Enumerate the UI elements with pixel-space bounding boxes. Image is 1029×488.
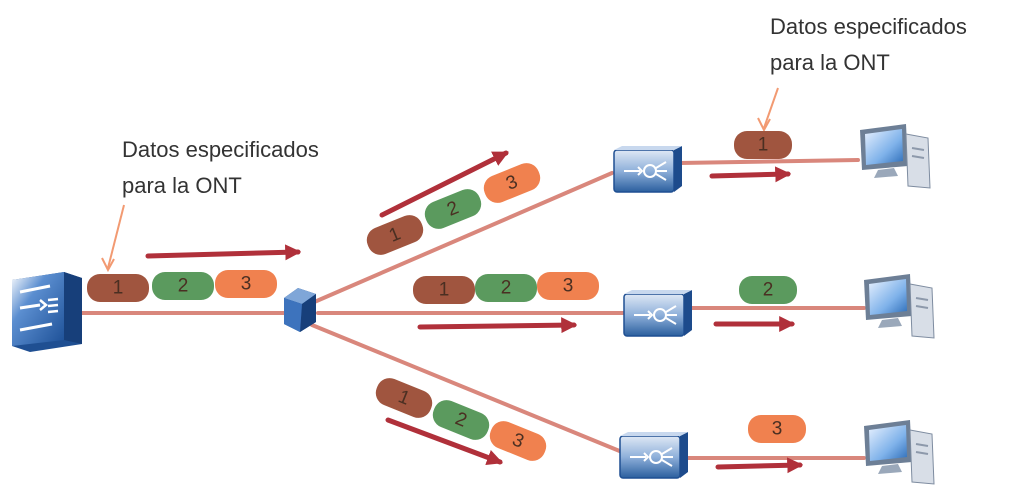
svg-text:3: 3 (563, 276, 574, 297)
svg-text:2: 2 (501, 278, 512, 299)
packet-1: 1 (366, 215, 424, 255)
svg-text:3: 3 (772, 419, 783, 440)
ont-icon (613, 146, 682, 193)
packet-1: 1 (375, 378, 433, 418)
computer-icon (864, 274, 935, 339)
packet-2: 2 (432, 400, 490, 440)
svg-text:1: 1 (758, 135, 769, 156)
packets-upper-branch: 1 2 3 (366, 163, 541, 255)
packet-1: 1 (413, 276, 475, 304)
packet-3: 3 (483, 163, 541, 203)
packet-1: 1 (734, 131, 792, 159)
packet-2: 2 (424, 189, 482, 229)
packet-2: 2 (475, 274, 537, 302)
fiber-ont1-pc1 (678, 158, 860, 165)
packet-3: 3 (215, 270, 277, 298)
arrow-upper-branch (379, 150, 509, 218)
direction-arrows (145, 150, 804, 474)
fiber-splitter-ont1 (310, 171, 614, 305)
arrow-middle-branch (417, 317, 578, 334)
olt-icon (12, 272, 82, 352)
left-label-line2: para la ONT (122, 173, 242, 198)
svg-text:2: 2 (763, 280, 774, 301)
fiber-splitter-ont3 (310, 323, 624, 454)
computer-icon (864, 420, 935, 485)
computer-icon (860, 124, 931, 189)
packet-3: 3 (748, 415, 806, 443)
arrow-ont1 (709, 166, 792, 183)
arrow-olt (145, 244, 302, 261)
packets-trunk: 1 2 3 (87, 270, 277, 302)
svg-text:3: 3 (241, 274, 252, 295)
packet-3: 3 (537, 272, 599, 300)
packet-2: 2 (152, 272, 214, 300)
svg-text:1: 1 (439, 280, 450, 301)
packets-lower-branch: 1 2 3 (375, 378, 547, 461)
svg-text:1: 1 (113, 278, 124, 299)
arrow-lower-branch (385, 417, 503, 465)
ont-icon (623, 290, 692, 337)
right-label-line2: para la ONT (770, 50, 890, 75)
callout-right (763, 87, 779, 129)
packet-3: 3 (489, 421, 547, 461)
fiber-links (76, 158, 866, 460)
packets-delivered: 1 2 3 (734, 131, 806, 443)
ont-icon (619, 432, 688, 479)
callouts (101, 87, 779, 273)
packets-middle-branch: 1 2 3 (413, 272, 599, 304)
right-label-line1: Datos especificados (770, 14, 967, 39)
left-label-line1: Datos especificados (122, 137, 319, 162)
callout-left (107, 204, 125, 269)
arrow-ont3 (715, 457, 804, 474)
splitter-icon (284, 288, 316, 332)
svg-text:2: 2 (178, 276, 189, 297)
packet-2: 2 (739, 276, 797, 304)
packet-1: 1 (87, 274, 149, 302)
